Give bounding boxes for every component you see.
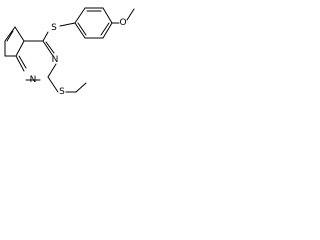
atom-nitrogen-ring-1: N: [52, 55, 59, 65]
bond: [100, 22, 110, 36]
bond: [4, 26, 16, 42]
phenyl-ring: [74, 7, 113, 39]
bond: [15, 40, 25, 57]
bond: [74, 22, 86, 39]
methoxy-group: [111, 8, 135, 24]
atom-nitrogen-ring-3: N: [30, 75, 37, 85]
bond: [15, 55, 25, 72]
bond: [102, 7, 113, 24]
quinazoline-ring: [4, 26, 57, 81]
thioether-bridge: [42, 22, 76, 42]
bond: [45, 41, 55, 54]
chemical-structure-diagram: S O N N S: [4, 7, 135, 97]
bond: [42, 40, 54, 57]
bond: [42, 31, 49, 42]
bond: [18, 55, 27, 69]
bond: [126, 8, 135, 21]
bond: [77, 22, 87, 36]
bond: [14, 26, 25, 42]
atom-oxygen-methoxy: O: [119, 18, 126, 28]
atom-sulfur-methylthio: S: [59, 87, 65, 97]
bond: [47, 63, 57, 78]
atom-sulfur-thioether: S: [51, 23, 57, 33]
bond: [74, 7, 86, 24]
bond: [6, 30, 14, 42]
bond: [75, 82, 87, 93]
methylthio-group: [47, 76, 87, 93]
bond: [102, 22, 113, 39]
bond: [47, 76, 59, 93]
bond: [59, 22, 76, 27]
